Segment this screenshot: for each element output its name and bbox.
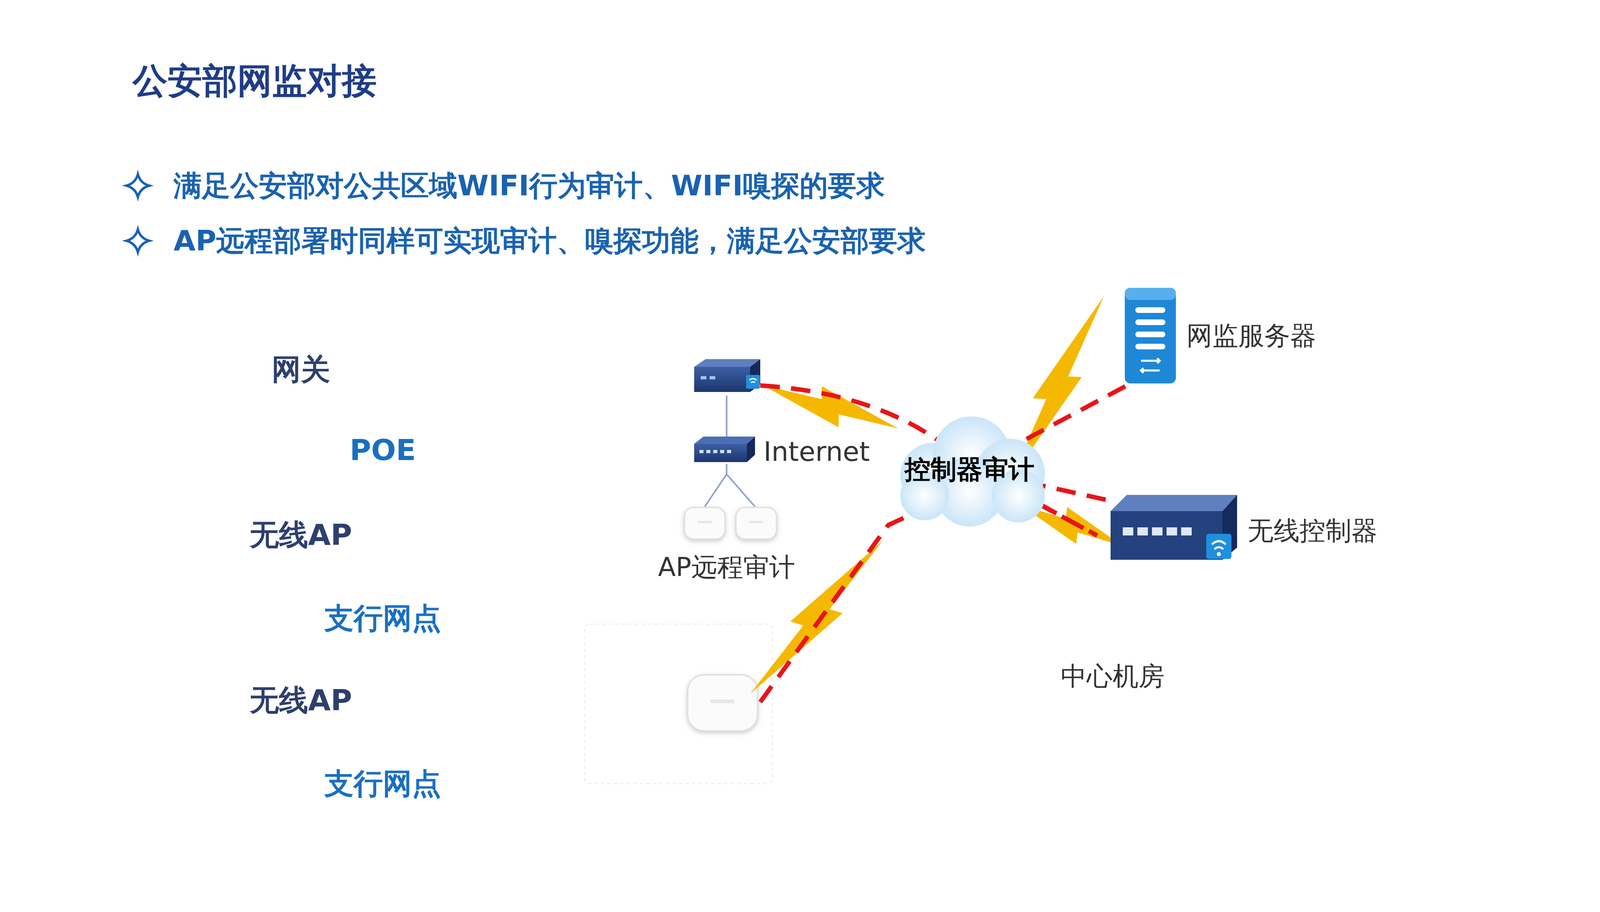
bullet-text: AP远程部署时同样可实现审计、嗅探功能，满足公安部要求	[173, 224, 926, 258]
lightning-bolt	[821, 386, 899, 429]
cable	[725, 395, 728, 438]
node-text: 控制器审计	[904, 452, 1035, 488]
page-title: 公安部网监对接	[132, 60, 377, 101]
wireless-ap	[684, 507, 777, 540]
device-label: AP远程审计	[658, 552, 796, 583]
lightning-bolt	[1032, 295, 1105, 400]
bullet-text: 满足公安部对公共区域WIFI行为审计、WIFI嗅探的要求	[173, 169, 885, 203]
legend-term: 支行网点	[324, 767, 442, 801]
audit-path	[760, 385, 1098, 703]
lightning-bolt	[790, 540, 883, 630]
legend-term: 无线AP	[249, 683, 353, 718]
node-text: 无线控制器	[1247, 513, 1378, 549]
controller-node: 无线控制器	[1110, 495, 1378, 567]
device-label: Internet	[763, 436, 870, 468]
bullet-star	[126, 174, 150, 253]
audit-connector	[1026, 383, 1131, 440]
server-node: 网监服务器	[1124, 287, 1317, 384]
legend-term: 网关	[271, 352, 331, 387]
wireless-ap	[687, 675, 758, 732]
node-text: 网监服务器	[1186, 318, 1317, 354]
poe-switch	[694, 436, 755, 463]
legend-term: POE	[349, 433, 416, 468]
legend-term: 支行网点	[324, 601, 442, 636]
cable	[704, 464, 755, 507]
legend-term: 无线AP	[249, 518, 353, 552]
branch-frame	[584, 624, 773, 784]
area-label: 中心机房	[1060, 661, 1165, 692]
wireless-link	[750, 295, 1123, 695]
cloud-node: 控制器审计	[887, 408, 1051, 531]
gateway-device	[694, 359, 761, 393]
